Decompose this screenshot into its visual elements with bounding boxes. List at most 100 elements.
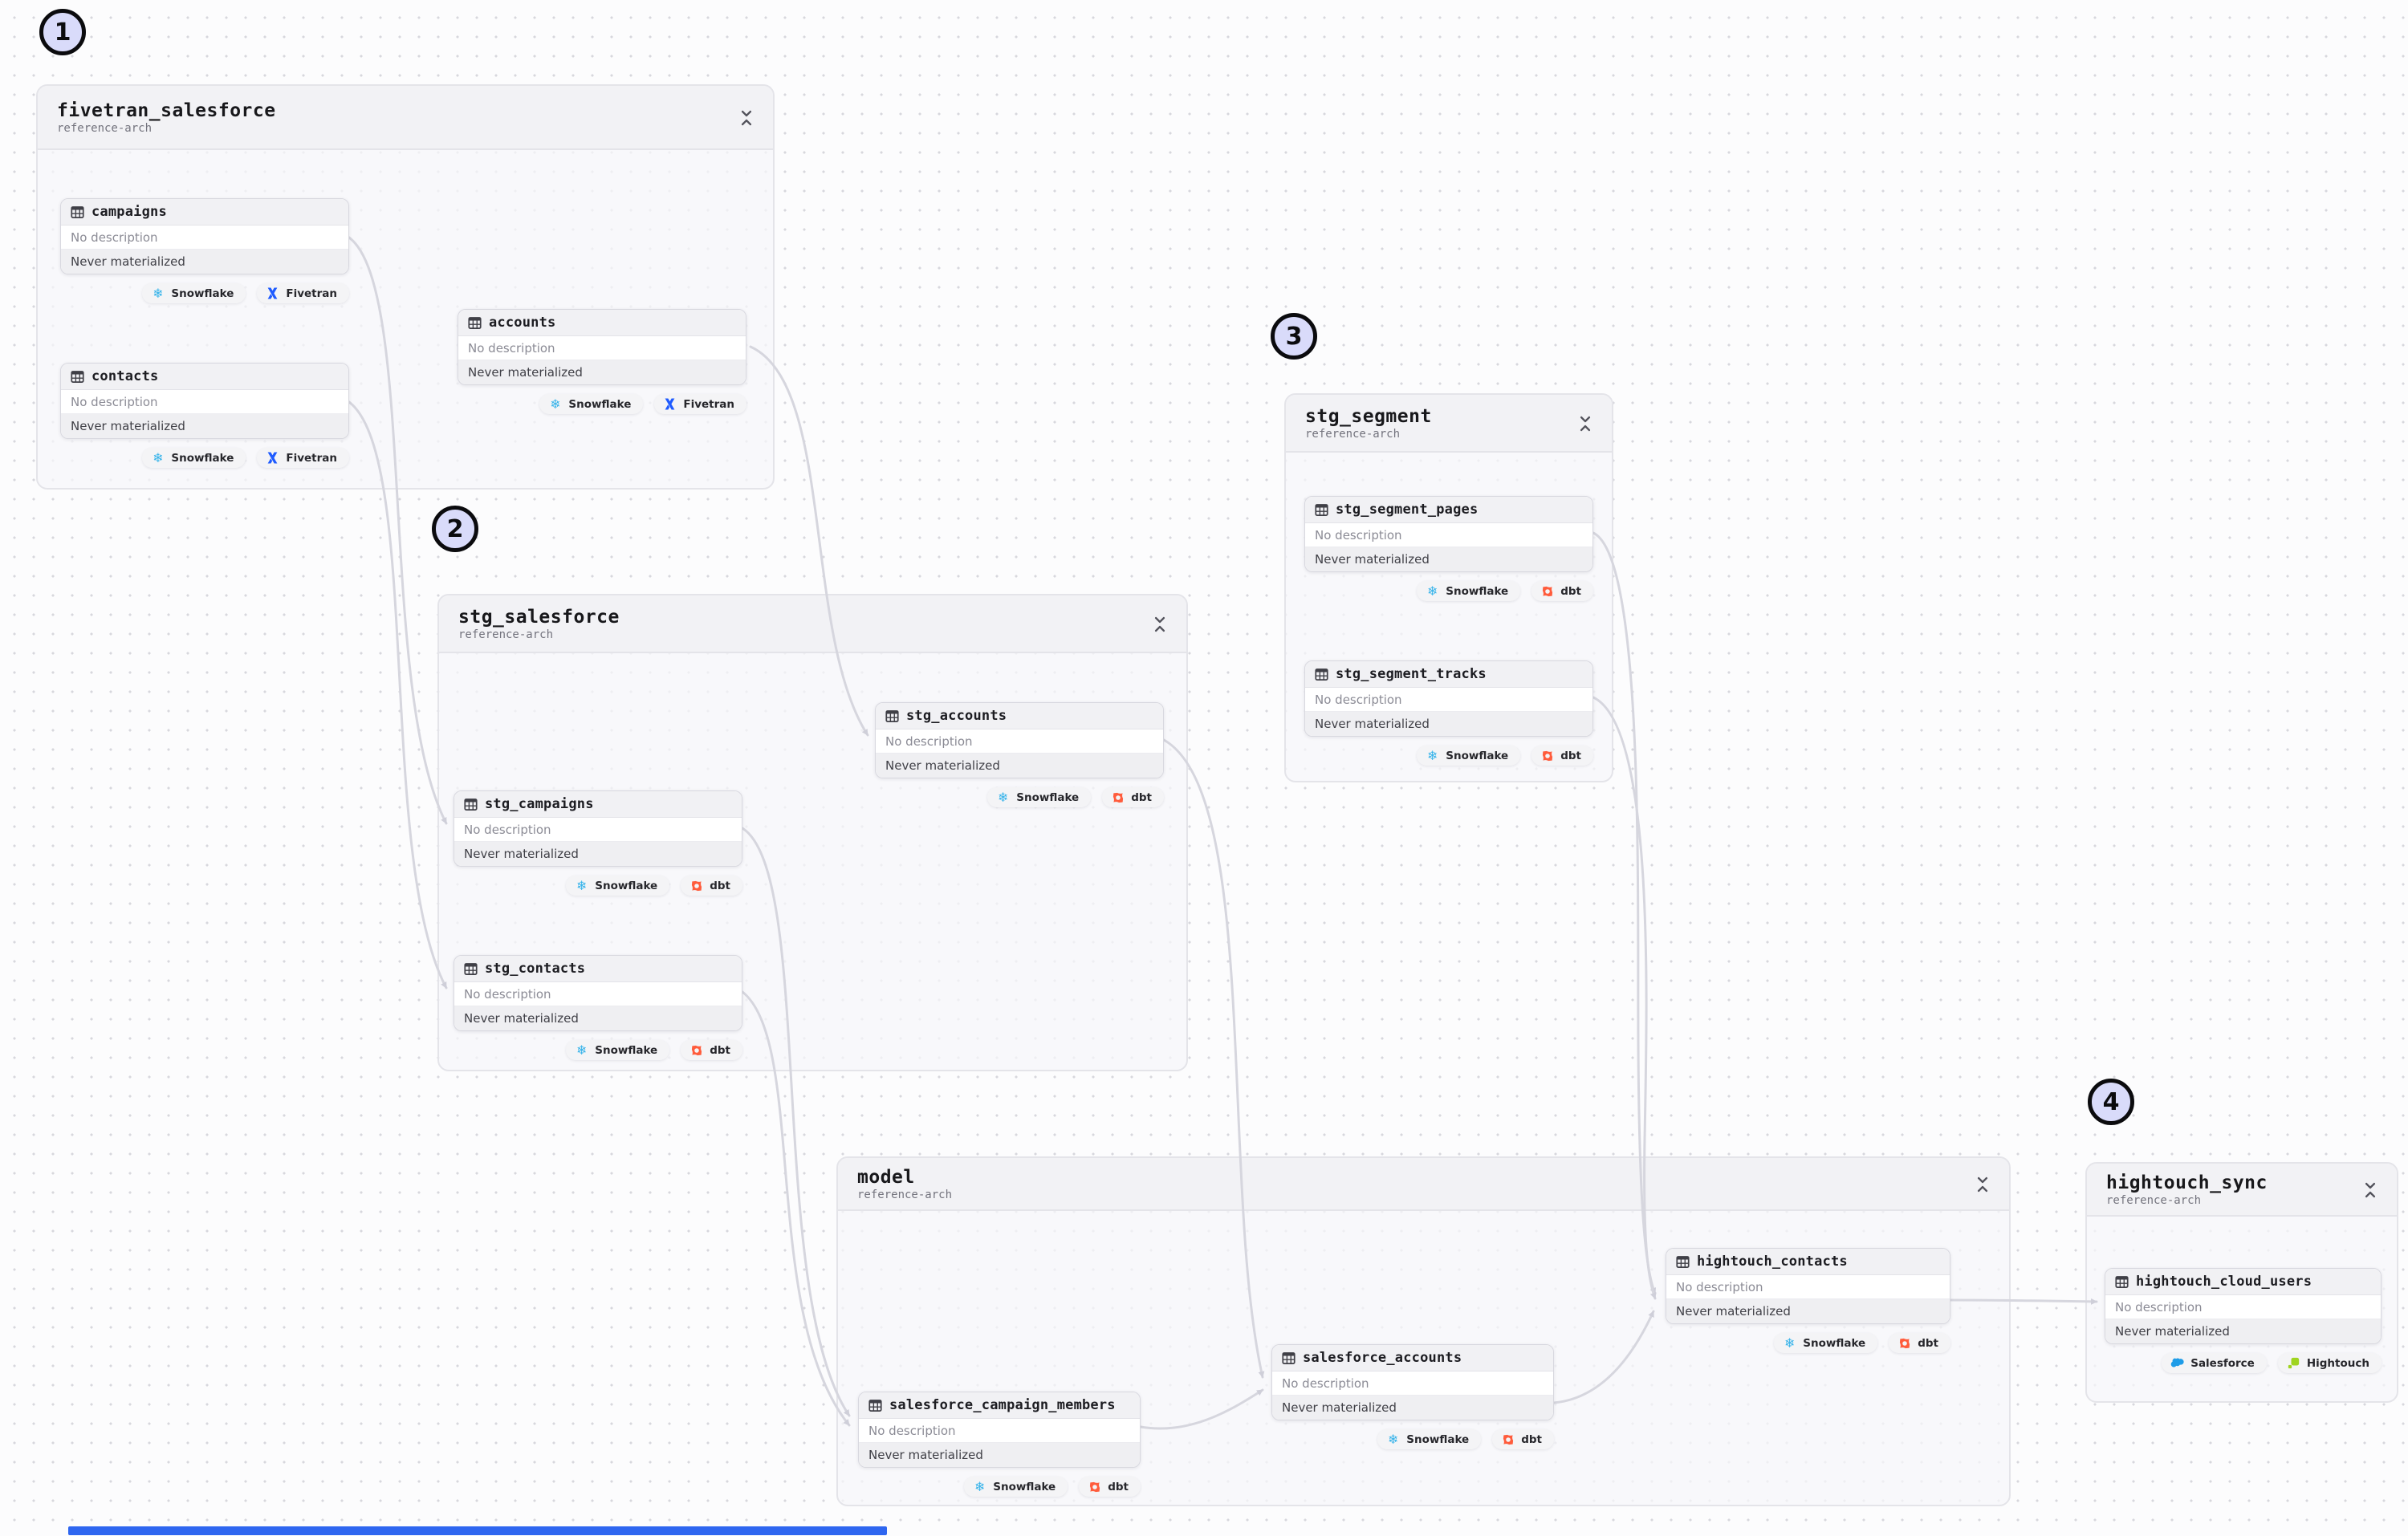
group-subtitle: reference-arch [2106,1193,2202,1207]
node-description: No description [61,390,348,414]
badge-label: Snowflake [1446,749,1509,762]
node-salesforce_campaign_members[interactable]: salesforce_campaign_members No descripti… [858,1392,1141,1468]
hightouch-icon [2287,1356,2300,1370]
table-icon [868,1399,882,1412]
badge-label: Hightouch [2306,1356,2369,1370]
badge-label: dbt [710,1043,730,1057]
table-icon [464,962,478,975]
step-marker-4: 4 [2088,1079,2134,1125]
group-title: stg_segment [1305,405,1432,427]
badge-label: Snowflake [1446,584,1509,598]
badge-label: dbt [1560,749,1581,762]
node-name: stg_accounts [906,708,1007,724]
badge-row-hightouch_contacts: ❄Snowflake dbt [1666,1333,1950,1353]
snowflake-icon: ❄ [1388,1431,1399,1447]
snowflake-icon: ❄ [1427,747,1438,763]
collapse-vertical-icon[interactable] [1576,413,1594,434]
node-materialization: Never materialized [1305,712,1592,736]
badge-snowflake: ❄Snowflake [566,876,670,896]
badge-label: dbt [1131,790,1152,804]
badge-label: Fivetran [683,397,734,411]
node-name: hightouch_cloud_users [2136,1274,2312,1290]
badge-fivetran: Fivetran [257,283,349,303]
collapse-vertical-icon[interactable] [1151,614,1169,635]
badge-label: dbt [1108,1480,1129,1493]
collapse-vertical-icon[interactable] [2361,1180,2379,1201]
node-materialization: Never materialized [859,1443,1140,1467]
badge-label: Fivetran [286,286,337,300]
snowflake-icon: ❄ [1427,583,1438,599]
node-stg_contacts[interactable]: stg_contacts No description Never materi… [454,955,742,1031]
node-header: stg_segment_pages [1305,497,1592,523]
table-icon [1315,503,1328,516]
badge-label: dbt [1918,1336,1938,1350]
node-header: stg_campaigns [454,791,742,818]
dbt-icon [1088,1480,1101,1493]
node-description: No description [2105,1295,2381,1319]
node-name: salesforce_campaign_members [889,1397,1116,1413]
snowflake-icon: ❄ [550,396,561,412]
node-hightouch_contacts[interactable]: hightouch_contacts No description Never … [1666,1248,1950,1324]
badge-label: Snowflake [171,451,234,465]
node-materialization: Never materialized [454,842,742,866]
node-header: stg_contacts [454,956,742,982]
node-stg_segment_tracks[interactable]: stg_segment_tracks No description Never … [1304,660,1593,737]
fivetran-icon [266,451,279,465]
table-icon [1315,668,1328,681]
badge-label: dbt [1521,1432,1542,1446]
node-header: hightouch_cloud_users [2105,1269,2381,1295]
dbt-icon [689,879,703,892]
node-name: campaigns [92,204,167,220]
node-stg_segment_pages[interactable]: stg_segment_pages No description Never m… [1304,496,1593,572]
salesforce-icon [2170,1356,2184,1370]
badge-label: Snowflake [1803,1336,1866,1350]
snowflake-icon: ❄ [153,449,164,465]
node-salesforce_accounts[interactable]: salesforce_accounts No description Never… [1271,1344,1554,1420]
node-campaigns[interactable]: campaigns No description Never materiali… [60,198,349,274]
node-name: stg_campaigns [485,796,594,812]
group-subtitle: reference-arch [458,628,554,641]
node-header: salesforce_accounts [1272,1345,1553,1371]
node-header: salesforce_campaign_members [859,1392,1140,1419]
badge-row-stg_campaigns: ❄Snowflake dbt [454,876,742,896]
badge-label: dbt [1560,584,1581,598]
group-header-model: model reference-arch [838,1158,2009,1211]
table-icon [2115,1275,2129,1288]
badge-dbt: dbt [1531,581,1593,601]
node-hightouch_cloud_users[interactable]: hightouch_cloud_users No description Nev… [2105,1268,2382,1344]
badge-label: Snowflake [1016,790,1080,804]
node-materialization: Never materialized [1666,1299,1950,1323]
group-title: stg_salesforce [458,606,620,628]
node-contacts[interactable]: contacts No description Never materializ… [60,363,349,439]
table-icon [1676,1255,1690,1268]
fivetran-icon [663,397,677,411]
node-header: stg_segment_tracks [1305,661,1592,688]
group-subtitle: reference-arch [1305,427,1401,441]
table-icon [71,205,84,218]
node-stg_accounts[interactable]: stg_accounts No description Never materi… [875,702,1164,778]
fivetran-icon [266,286,279,300]
node-description: No description [1305,688,1592,712]
group-subtitle: reference-arch [857,1188,953,1201]
snowflake-icon: ❄ [974,1478,986,1494]
badge-snowflake: ❄Snowflake [964,1477,1068,1497]
node-name: stg_contacts [485,961,586,977]
group-title: fivetran_salesforce [57,100,276,121]
badge-snowflake: ❄Snowflake [566,1040,670,1060]
dbt-icon [1501,1432,1515,1446]
step-marker-3: 3 [1271,313,1317,360]
node-description: No description [1666,1275,1950,1299]
badge-snowflake: ❄Snowflake [1774,1333,1878,1353]
horizontal-scrollbar-thumb[interactable] [68,1526,887,1535]
node-description: No description [1272,1371,1553,1396]
node-materialization: Never materialized [61,250,348,274]
node-accounts[interactable]: accounts No description Never materializ… [458,309,746,385]
badge-snowflake: ❄ Snowflake [1417,746,1521,766]
badge-hightouch: Hightouch [2277,1353,2382,1373]
badge-label: dbt [710,879,730,892]
collapse-vertical-icon[interactable] [1974,1174,1991,1195]
node-stg_campaigns[interactable]: stg_campaigns No description Never mater… [454,790,742,867]
node-materialization: Never materialized [1272,1396,1553,1420]
collapse-vertical-icon[interactable] [738,108,755,128]
